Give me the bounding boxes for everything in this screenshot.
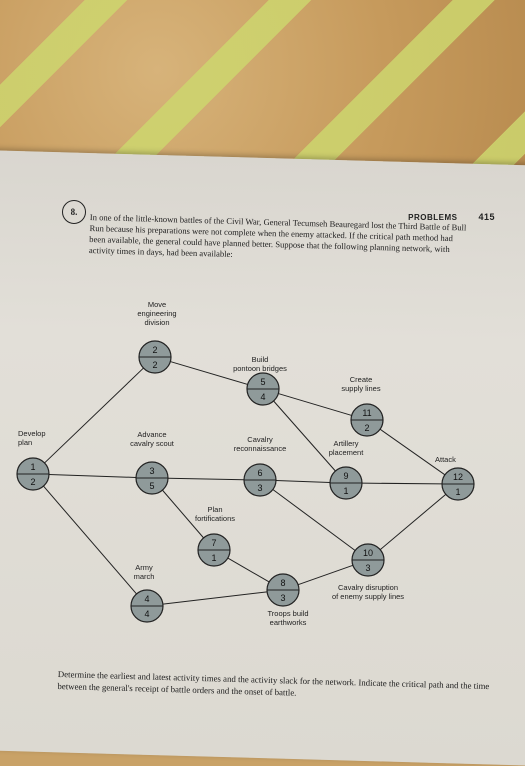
node-activity-number: 1 <box>30 462 35 472</box>
node-activity-number: 10 <box>363 548 373 558</box>
edge-cavalry-to-disrupt <box>272 489 356 551</box>
network-edges <box>43 361 447 605</box>
node-activity-number: 4 <box>144 594 149 604</box>
edge-cavalry-to-artillery <box>275 480 331 483</box>
node-activity-time: 1 <box>343 486 348 496</box>
carpet-background <box>0 0 525 175</box>
node-activity-time: 3 <box>280 593 285 603</box>
node-activity-time: 3 <box>257 483 262 493</box>
node-activity-number: 6 <box>257 468 262 478</box>
edge-artillery-to-attack <box>361 482 443 485</box>
node-activity-time: 1 <box>211 553 216 563</box>
edge-move-to-build <box>170 361 248 385</box>
node-activity-number: 3 <box>149 466 154 476</box>
edge-advance-to-cavalry <box>167 477 245 481</box>
node-activity-number: 11 <box>362 408 371 418</box>
node-activity-number: 8 <box>280 578 285 588</box>
node-activity-time: 2 <box>30 477 35 487</box>
edge-advance-to-fort <box>162 489 204 539</box>
edge-develop-to-move <box>44 367 144 464</box>
edge-create-to-attack <box>379 428 446 476</box>
node-label: Attack <box>435 455 456 464</box>
node-attack: 12 1 Attack <box>435 455 475 501</box>
edge-troops-to-disrupt <box>297 564 354 586</box>
section-label: PROBLEMS <box>408 213 458 222</box>
node-activity-number: 2 <box>152 345 157 355</box>
edge-build-to-artillery <box>273 400 336 472</box>
node-activity-number: 9 <box>343 471 348 481</box>
node-activity-time: 3 <box>365 563 370 573</box>
problem-number: 8. <box>62 200 86 224</box>
edge-develop-to-army <box>43 485 137 595</box>
edge-disrupt-to-attack <box>379 493 447 551</box>
page-header: PROBLEMS 415 <box>408 212 495 222</box>
node-activity-time: 5 <box>149 481 154 491</box>
node-activity-number: 12 <box>453 472 463 482</box>
node-activity-time: 1 <box>455 487 460 497</box>
node-activity-time: 2 <box>364 423 369 433</box>
node-activity-number: 5 <box>260 377 265 387</box>
edge-develop-to-advance <box>48 474 137 478</box>
edge-fort-to-troops <box>227 557 270 583</box>
node-activity-time: 4 <box>260 392 265 402</box>
node-activity-time: 4 <box>144 609 149 619</box>
node-activity-number: 7 <box>211 538 216 548</box>
edge-army-to-troops <box>162 591 268 605</box>
edge-build-to-create <box>278 393 352 416</box>
page-number: 415 <box>478 212 495 222</box>
node-activity-time: 2 <box>152 360 157 370</box>
